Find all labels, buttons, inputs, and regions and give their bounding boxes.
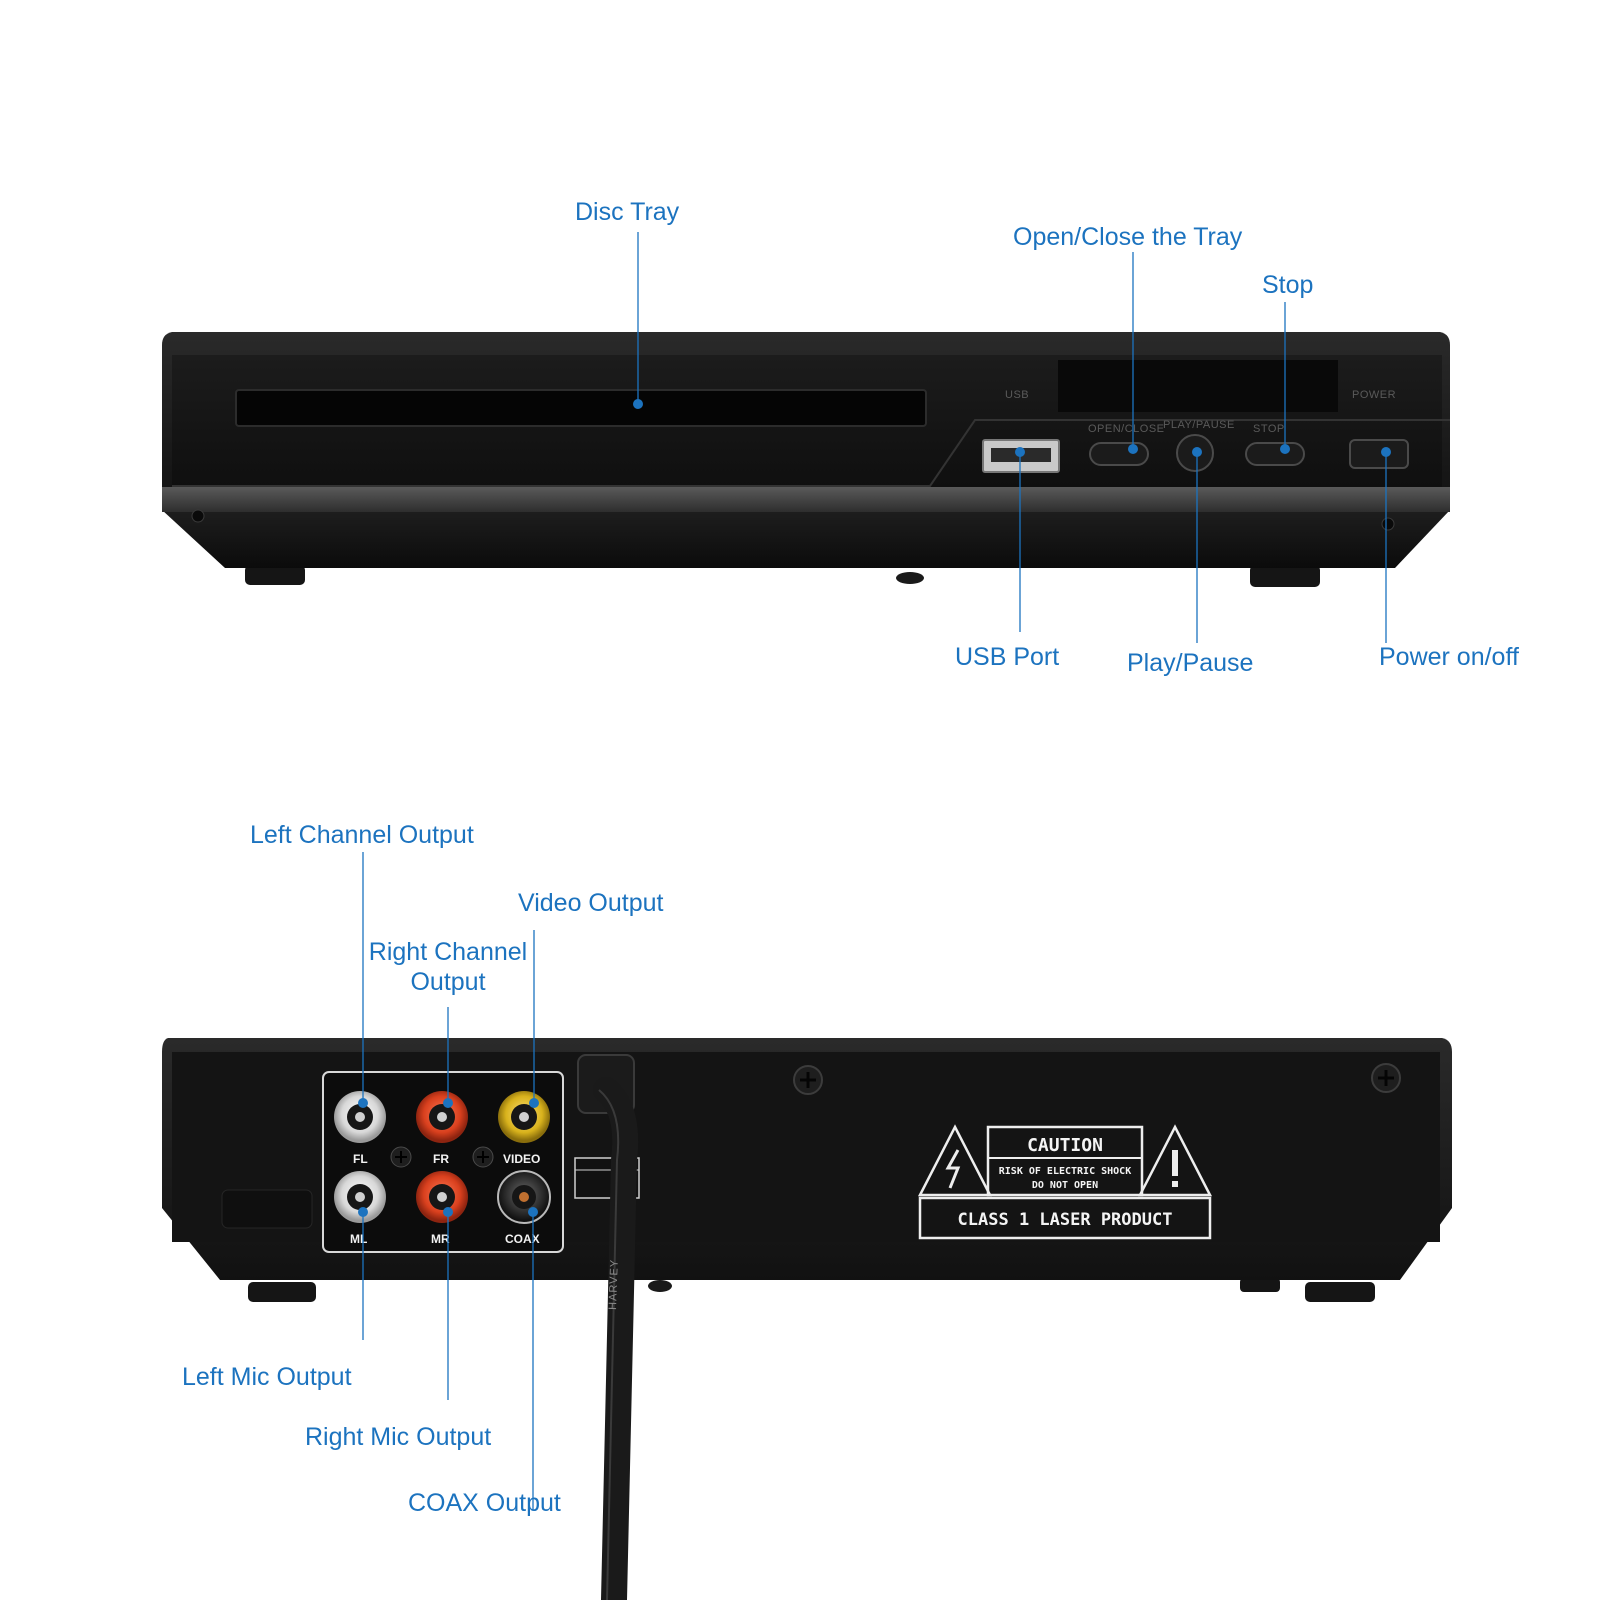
disc-tray-marker	[633, 399, 643, 409]
caution-line2: DO NOT OPEN	[1032, 1180, 1098, 1191]
panel-play-pause-label: PLAY/PAUSE	[1163, 419, 1235, 431]
front-foot-right	[1250, 565, 1320, 587]
front-foot-middle	[896, 572, 924, 584]
jack-ml[interactable]	[334, 1171, 386, 1223]
caution-label: CAUTION RISK OF ELECTRIC SHOCK DO NOT OP…	[917, 1124, 1213, 1240]
jack-fr[interactable]	[416, 1091, 468, 1143]
shock-warning-icon	[917, 1124, 993, 1197]
stop-button[interactable]	[1245, 442, 1305, 466]
video-marker	[529, 1098, 539, 1108]
panel-power-label: POWER	[1352, 389, 1396, 401]
cable-print: HARVEY	[607, 1259, 621, 1310]
ml-marker	[358, 1207, 368, 1217]
rear-view: FL FR VIDEO ML MR COAX HARVEY CAUTION RI…	[162, 1038, 1452, 1600]
panel-open-close-label: OPEN/CLOSE	[1088, 423, 1165, 435]
stop-marker	[1280, 444, 1290, 454]
lightning-bolt-icon	[945, 1149, 961, 1189]
rear-foot-left	[248, 1282, 316, 1302]
open-close-button[interactable]	[1089, 442, 1149, 466]
open-close-marker	[1128, 444, 1138, 454]
play-pause-marker	[1192, 447, 1202, 457]
jack-label-fr: FR	[433, 1152, 449, 1166]
rear-foot-right	[1305, 1282, 1375, 1302]
front-view: USB POWER OPEN/CLOSE PLAY/PAUSE STOP	[162, 332, 1450, 587]
rear-callout-labels: Left Channel Output Video Output Right C…	[182, 821, 664, 1517]
rear-foot-right-inner	[1240, 1278, 1280, 1292]
callout-open-close: Open/Close the Tray	[1013, 223, 1243, 251]
rear-callout-leaders	[358, 852, 539, 1510]
caution-box	[986, 1125, 1144, 1197]
jack-mr[interactable]	[416, 1171, 468, 1223]
callout-left-mic: Left Mic Output	[182, 1363, 352, 1391]
disc-tray[interactable]	[235, 389, 927, 427]
rear-recess	[221, 1189, 313, 1229]
jack-coax[interactable]	[497, 1170, 551, 1224]
exclamation-warning-icon	[1137, 1124, 1213, 1197]
front-screw-right	[1381, 517, 1395, 531]
panel-usb-label: USB	[1005, 389, 1029, 401]
caution-title: CAUTION	[1027, 1135, 1103, 1156]
rear-screw-1-slot	[800, 1072, 816, 1088]
callout-power: Power on/off	[1379, 643, 1519, 671]
callout-disc-tray: Disc Tray	[575, 198, 680, 226]
panel-stop-label: STOP	[1253, 423, 1285, 435]
fr-marker	[443, 1098, 453, 1108]
jack-label-ml: ML	[350, 1232, 367, 1246]
laser-class-text: CLASS 1 LASER PRODUCT	[958, 1210, 1173, 1230]
power-marker	[1381, 447, 1391, 457]
callout-right-mic: Right Mic Output	[305, 1423, 491, 1451]
front-base	[162, 510, 1450, 568]
jack-fl[interactable]	[334, 1091, 386, 1143]
callout-left-channel: Left Channel Output	[250, 821, 474, 849]
jack-video[interactable]	[498, 1091, 550, 1143]
jack-label-mr: MR	[431, 1232, 450, 1246]
fl-marker	[358, 1098, 368, 1108]
bezel-edge	[172, 419, 1450, 487]
callout-usb-port: USB Port	[955, 643, 1059, 671]
callout-stop: Stop	[1262, 271, 1313, 299]
rear-foot-middle	[648, 1280, 672, 1292]
callout-play-pause: Play/Pause	[1127, 649, 1253, 677]
front-screw-left	[191, 509, 205, 523]
display-window	[1058, 360, 1338, 412]
callout-coax: COAX Output	[408, 1489, 561, 1517]
caution-line1: RISK OF ELECTRIC SHOCK	[999, 1166, 1131, 1177]
power-cable	[593, 1077, 639, 1600]
jack-label-coax: COAX	[505, 1232, 540, 1246]
jack-label-fl: FL	[353, 1152, 368, 1166]
laser-class-box	[918, 1196, 1212, 1240]
front-strip	[162, 487, 1450, 512]
rear-screw-2-slot	[1378, 1070, 1394, 1086]
front-callout-leaders	[633, 232, 1391, 643]
usb-marker	[1015, 447, 1025, 457]
front-foot-left	[245, 565, 305, 585]
coax-marker	[528, 1207, 538, 1217]
mr-marker	[443, 1207, 453, 1217]
front-callout-labels: Disc Tray Open/Close the Tray Stop USB P…	[575, 198, 1519, 677]
power-button[interactable]	[1349, 439, 1409, 469]
callout-right-channel-line2: Output	[410, 968, 485, 996]
jack-label-video: VIDEO	[503, 1152, 540, 1166]
callout-video: Video Output	[518, 889, 664, 917]
callout-right-channel-line1: Right Channel	[369, 938, 527, 966]
